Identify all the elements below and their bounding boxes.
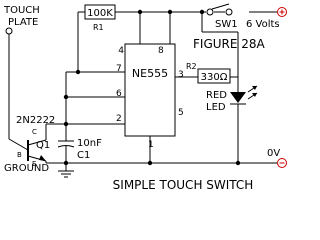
- sw1-ref: SW1: [215, 19, 238, 30]
- r2-value: 330Ω: [201, 72, 228, 83]
- r1-value: 100K: [87, 8, 113, 19]
- transistor-part: 2N2222: [16, 115, 55, 126]
- transistor-pin-b: B: [17, 151, 22, 159]
- pin-2-label: 2: [116, 114, 122, 124]
- led-label-line1: RED: [206, 90, 227, 101]
- battery-negative-terminal: [277, 158, 287, 168]
- c1-capacitor: [57, 124, 75, 163]
- sw1-switch: [206, 3, 233, 16]
- led-label-line2: LED: [206, 102, 226, 113]
- supply-rail: [77, 11, 277, 72]
- transistor-pin-e: E: [32, 160, 36, 168]
- pin-6-label: 6: [116, 89, 122, 99]
- touch-switch-schematic: 100K R1 SW1 6 Volts FIGURE 28A NE555 4 8…: [3, 3, 287, 192]
- transistor-pin-c: C: [32, 128, 37, 136]
- capacitor-ref: C1: [77, 150, 90, 161]
- r1-ref: R1: [93, 23, 104, 32]
- ground-label: GROUND: [4, 163, 49, 174]
- q1-transistor: [27, 139, 47, 162]
- led-light-arrows-icon: [247, 85, 258, 100]
- diagram-title: SIMPLE TOUCH SWITCH: [113, 178, 254, 192]
- pin-4-label: 4: [118, 46, 124, 56]
- pin-1-label: 1: [148, 140, 154, 150]
- r2-resistor: [197, 68, 231, 84]
- r2-ref: R2: [186, 62, 197, 71]
- pin-3-label: 3: [178, 70, 184, 80]
- red-led: [230, 77, 246, 148]
- supply-voltage: 6 Volts: [246, 19, 280, 30]
- pin-5-label: 5: [178, 108, 184, 118]
- transistor-ref: Q1: [36, 140, 50, 151]
- battery-positive-terminal: [277, 7, 287, 17]
- pin-8-label: 8: [158, 46, 164, 56]
- earth-ground-icon: [58, 163, 74, 178]
- ne555-ic: [124, 43, 176, 137]
- figure-label: FIGURE 28A: [193, 37, 266, 51]
- pin-7-label: 7: [116, 64, 122, 74]
- ic-name: NE555: [132, 67, 168, 80]
- touch-plate-label-line1: TOUCH: [3, 5, 40, 16]
- touch-plate-label-line2: PLATE: [8, 17, 38, 28]
- r1-resistor: [84, 4, 116, 20]
- capacitor-value: 10nF: [77, 138, 102, 149]
- touch-plate-terminal: [5, 27, 13, 35]
- zero-volt-label: 0V: [267, 148, 280, 159]
